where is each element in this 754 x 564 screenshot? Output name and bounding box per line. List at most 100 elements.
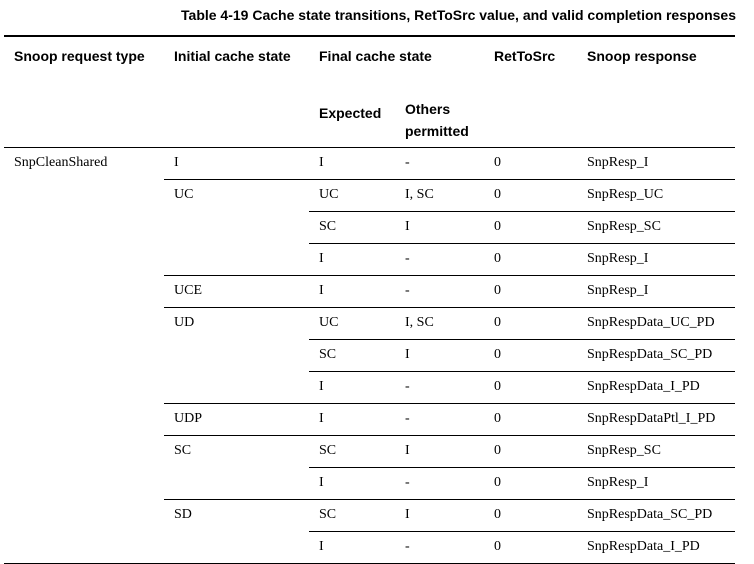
header-others-permitted: Others permitted	[405, 101, 469, 139]
cell-initial-state	[164, 372, 309, 404]
cell-snoop-request	[4, 500, 164, 532]
cell-initial-state	[164, 532, 309, 564]
cell-rettosrc: 0	[494, 155, 502, 170]
cell-others-permitted: -	[395, 403, 485, 436]
cell-snoop-request	[4, 404, 164, 436]
cell-others-permitted: -	[395, 531, 485, 564]
cell-rettosrc: 0	[484, 403, 578, 436]
cell-snoop-response: SnpRespData_UC_PD	[577, 307, 736, 340]
cell-expected: SC	[309, 211, 395, 244]
cell-initial-state: I	[174, 155, 179, 170]
header-final-cache-state: Final cache state	[319, 48, 432, 64]
cell-others-permitted: I	[395, 499, 485, 532]
cell-others-permitted: I	[395, 435, 485, 468]
cell-snoop-request	[4, 212, 164, 244]
cell-initial-state	[164, 468, 309, 500]
table-row: SnpCleanShared I I - 0 SnpResp_I	[4, 148, 735, 180]
header-initial-cache-state: Initial cache state	[174, 48, 291, 64]
cell-expected: I	[319, 155, 324, 170]
cell-rettosrc: 0	[484, 531, 578, 564]
cell-expected: I	[309, 531, 395, 564]
cell-snoop-request	[4, 180, 164, 212]
cell-snoop-request	[4, 436, 164, 468]
cell-expected: I	[309, 243, 395, 276]
header-snoop-request-type: Snoop request type	[14, 48, 145, 64]
cell-snoop-response: SnpRespData_I_PD	[577, 371, 736, 404]
cell-snoop-request	[4, 532, 164, 564]
cell-others-permitted: -	[395, 371, 485, 404]
cell-initial-state: SD	[164, 499, 309, 532]
cell-rettosrc: 0	[484, 275, 578, 308]
cell-rettosrc: 0	[484, 339, 578, 372]
cell-rettosrc: 0	[484, 243, 578, 276]
cell-initial-state	[164, 340, 309, 372]
cell-snoop-request	[4, 340, 164, 372]
cell-snoop-response: SnpResp_I	[577, 275, 736, 308]
cell-snoop-request	[4, 308, 164, 340]
cell-expected: SC	[309, 339, 395, 372]
cell-expected: I	[309, 403, 395, 436]
table-caption: Table 4-19 Cache state transitions, RetT…	[181, 7, 736, 23]
cell-rettosrc: 0	[484, 467, 578, 500]
cell-snoop-request	[4, 276, 164, 308]
cell-expected: UC	[309, 179, 395, 212]
header-snoop-response: Snoop response	[587, 48, 697, 64]
cell-rettosrc: 0	[484, 307, 578, 340]
cell-others-permitted: I	[395, 211, 485, 244]
cell-rettosrc: 0	[484, 179, 578, 212]
cell-snoop-response: SnpRespData_SC_PD	[577, 499, 736, 532]
cell-rettosrc: 0	[484, 499, 578, 532]
cell-snoop-request	[4, 468, 164, 500]
cell-snoop-response: SnpRespData_I_PD	[577, 531, 736, 564]
cell-snoop-request	[4, 372, 164, 404]
cell-initial-state	[164, 212, 309, 244]
header-expected: Expected	[319, 105, 382, 121]
cell-expected: I	[309, 467, 395, 500]
cell-snoop-response: SnpResp_UC	[577, 179, 736, 212]
cell-snoop-response: SnpResp_I	[587, 155, 649, 170]
cell-initial-state: UCE	[164, 275, 309, 308]
cell-initial-state	[164, 244, 309, 276]
cell-others-permitted: -	[405, 155, 410, 170]
cell-snoop-response: SnpRespDataPtl_I_PD	[577, 403, 736, 436]
header-rettosrc: RetToSrc	[494, 48, 556, 64]
cell-expected: UC	[309, 307, 395, 340]
cell-expected: SC	[309, 435, 395, 468]
cell-others-permitted: I	[395, 339, 485, 372]
cell-expected: I	[309, 371, 395, 404]
cell-rettosrc: 0	[484, 211, 578, 244]
cell-others-permitted: -	[395, 467, 485, 500]
cell-initial-state: SC	[164, 435, 309, 468]
cell-snoop-response: SnpRespData_SC_PD	[577, 339, 736, 372]
cell-expected: I	[309, 275, 395, 308]
cell-snoop-request: SnpCleanShared	[14, 155, 108, 170]
cell-rettosrc: 0	[484, 435, 578, 468]
cell-snoop-response: SnpResp_SC	[577, 435, 736, 468]
cell-expected: SC	[309, 499, 395, 532]
cell-others-permitted: I, SC	[395, 179, 485, 212]
cache-state-table: Snoop request type Initial cache state F…	[4, 35, 736, 564]
cell-rettosrc: 0	[484, 371, 578, 404]
cell-initial-state: UDP	[164, 403, 309, 436]
cell-snoop-request	[4, 244, 164, 276]
cell-snoop-response: SnpResp_I	[577, 467, 736, 500]
cell-snoop-response: SnpResp_I	[577, 243, 736, 276]
cell-initial-state: UD	[164, 307, 309, 340]
cell-initial-state: UC	[164, 179, 309, 212]
cell-others-permitted: -	[395, 243, 485, 276]
cell-others-permitted: I, SC	[395, 307, 485, 340]
cell-snoop-response: SnpResp_SC	[577, 211, 736, 244]
